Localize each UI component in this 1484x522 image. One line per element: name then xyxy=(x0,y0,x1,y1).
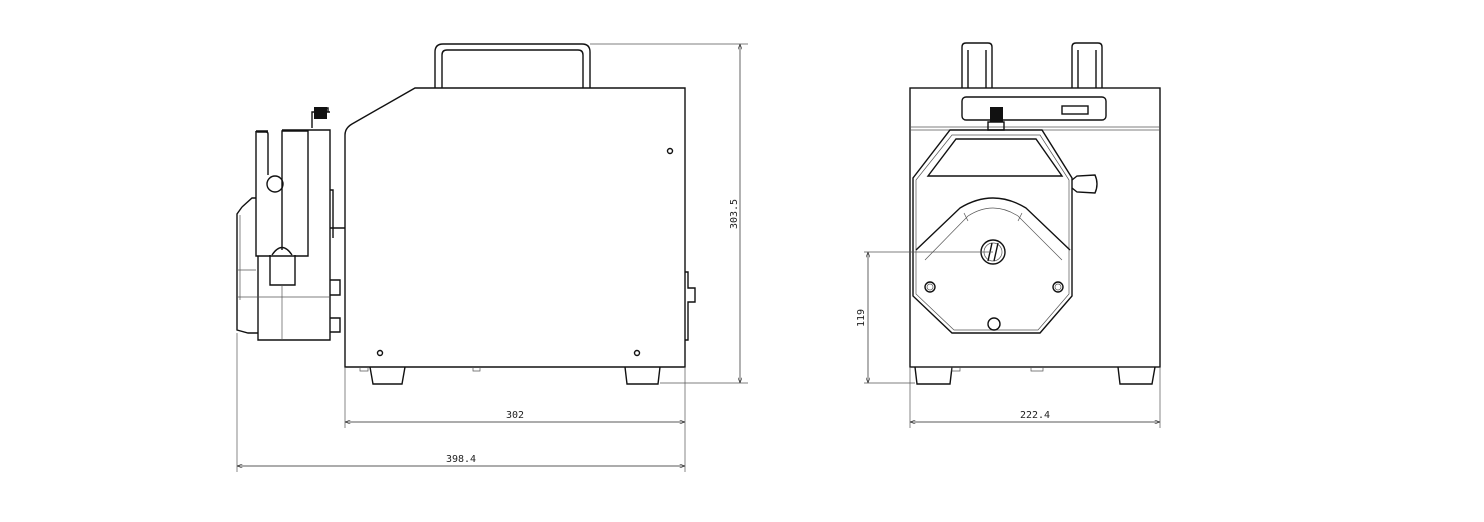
screw-icon xyxy=(666,147,674,155)
body-depth-label: 302 xyxy=(506,410,524,421)
shaft-height-label: 119 xyxy=(856,309,867,327)
rear-connector xyxy=(685,271,696,341)
foot xyxy=(1117,366,1156,385)
dimension-overall-height: 303.5 xyxy=(590,43,748,384)
dimension-overall-depth: 398.4 xyxy=(236,333,685,472)
foot xyxy=(624,366,661,385)
pump-body xyxy=(344,87,686,368)
foot xyxy=(369,366,406,385)
handle-post xyxy=(961,42,993,88)
side-view xyxy=(236,43,696,385)
overall-height-label: 303.5 xyxy=(729,199,740,229)
display-window xyxy=(1061,105,1089,115)
handle-post xyxy=(1071,42,1103,88)
screw-icon xyxy=(376,349,384,357)
screw-icon xyxy=(633,349,641,357)
pump-body-front xyxy=(909,87,1161,368)
foot xyxy=(914,366,953,385)
carry-handle xyxy=(434,43,591,88)
display-panel xyxy=(961,96,1107,121)
tension-knob xyxy=(1071,174,1098,194)
width-label: 222.4 xyxy=(1020,410,1050,421)
dimension-shaft-height: 119 xyxy=(856,251,993,384)
dimension-body-depth: 302 xyxy=(344,367,686,472)
pump-head-side xyxy=(236,107,345,341)
pump-head-front xyxy=(912,129,1073,334)
overall-depth-label: 398.4 xyxy=(446,454,476,465)
dimension-width: 222.4 xyxy=(909,367,1161,428)
front-view xyxy=(909,42,1161,385)
